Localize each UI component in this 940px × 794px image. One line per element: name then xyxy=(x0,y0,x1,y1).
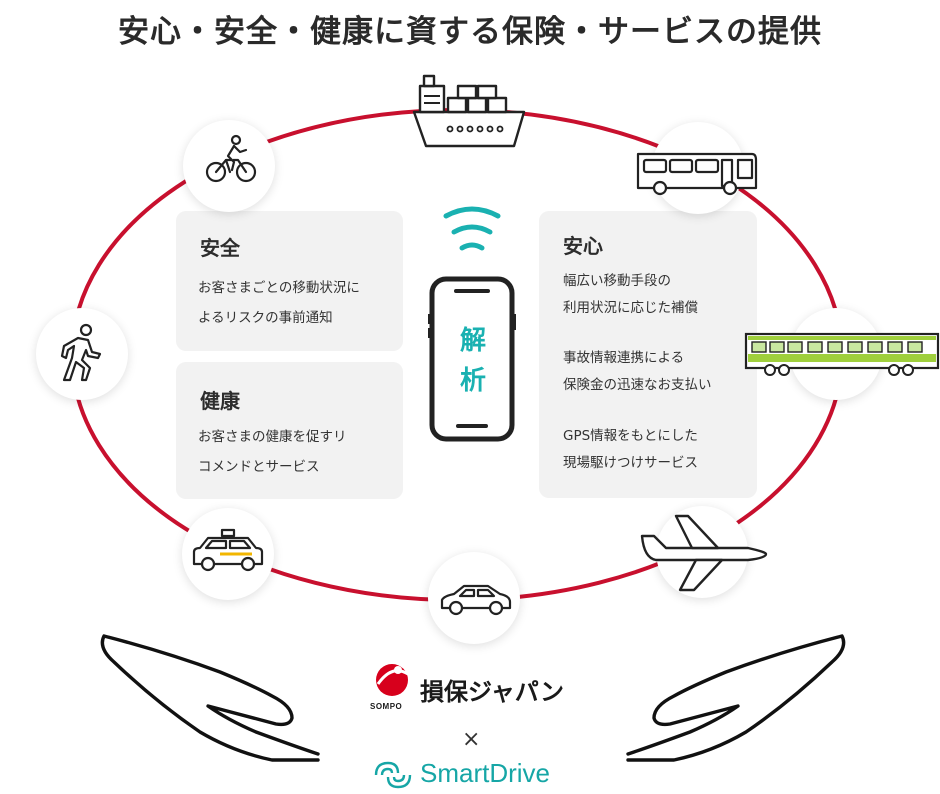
smartphone-icon xyxy=(428,276,516,442)
airplane-icon xyxy=(636,508,772,594)
cyclist-icon xyxy=(204,134,258,184)
analysis-label-2: 析 xyxy=(459,366,486,396)
walker-icon xyxy=(56,322,108,384)
smartdrive-name: SmartDrive xyxy=(420,758,551,788)
security-panel xyxy=(539,211,757,498)
times-sign: × xyxy=(462,727,481,752)
security-heading: 安心 xyxy=(563,234,603,258)
sompo-small-text: SOMPO xyxy=(370,702,403,711)
signal-icon xyxy=(443,206,501,251)
page-title: 安心・安全・健康に資する保険・サービスの提供 xyxy=(118,14,822,50)
right-hand-icon xyxy=(626,634,846,762)
taxi-icon xyxy=(190,528,266,574)
bus-icon xyxy=(634,150,760,196)
health-text-2: コメンドとサービス xyxy=(198,459,320,475)
train-icon xyxy=(744,330,940,378)
safety-heading: 安全 xyxy=(200,236,240,260)
safety-text-1: お客さまごとの移動状況に xyxy=(198,280,360,296)
security-text-6: 現場駆けつけサービス xyxy=(563,455,698,471)
safety-panel xyxy=(176,211,403,351)
smartdrive-logo-icon xyxy=(374,761,412,789)
security-text-4: 保険金の迅速なお支払い xyxy=(563,377,712,393)
sompo-logo-icon xyxy=(376,664,409,696)
analysis-label-1: 解 xyxy=(459,326,486,356)
ship-icon xyxy=(410,72,530,152)
health-text-1: お客さまの健康を促すリ xyxy=(198,429,347,445)
security-text-2: 利用状況に応じた補償 xyxy=(563,300,698,316)
health-panel xyxy=(176,362,403,499)
safety-text-2: よるリスクの事前通知 xyxy=(198,310,333,326)
security-text-5: GPS情報をもとにした xyxy=(563,428,698,444)
security-text-3: 事故情報連携による xyxy=(563,350,685,366)
health-heading: 健康 xyxy=(200,389,240,413)
security-text-1: 幅広い移動手段の xyxy=(563,273,671,289)
sompo-name: 損保ジャパン xyxy=(420,678,564,706)
car-icon xyxy=(438,582,514,618)
left-hand-icon xyxy=(100,634,320,762)
